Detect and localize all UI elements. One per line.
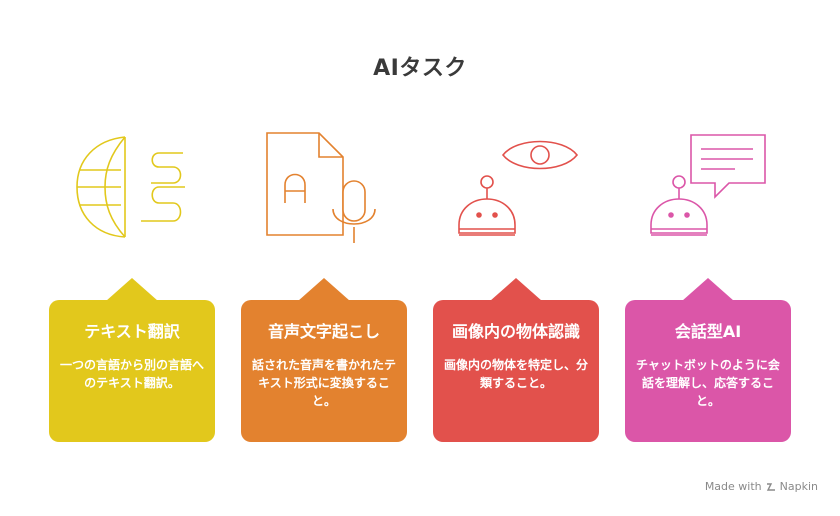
card-description: 一つの言語から別の言語へのテキスト翻訳。 xyxy=(59,358,204,390)
card-object-recognition: 画像内の物体認識 画像内の物体を特定し、分類すること。 xyxy=(433,278,599,442)
card-description: 画像内の物体を特定し、分類すること。 xyxy=(443,358,588,390)
card-speech-transcription: 音声文字起こし 話された音声を書かれたテキスト形式に変換すること。 xyxy=(241,278,407,442)
card-description: チャットボットのように会話を理解し、応答すること。 xyxy=(636,358,780,408)
napkin-brand: Napkin xyxy=(779,480,818,493)
card-title: 画像内の物体認識 xyxy=(451,322,580,341)
robot-chat-icon xyxy=(637,125,787,250)
card-conversational-ai: 会話型AI チャットボットのように会話を理解し、応答すること。 xyxy=(625,278,791,442)
footer-attribution: Made with Napkin xyxy=(705,480,818,493)
card-title: 音声文字起こし xyxy=(267,322,380,341)
card-title: 会話型AI xyxy=(674,322,742,341)
robot-eye-icon xyxy=(445,125,595,250)
napkin-logo-icon xyxy=(766,482,775,491)
card-text-translation: テキスト翻訳 一つの言語から別の言語へのテキスト翻訳。 xyxy=(49,278,215,442)
document-microphone-icon xyxy=(247,125,397,250)
card-description: 話された音声を書かれたテキスト形式に変換すること。 xyxy=(251,358,396,408)
globe-translate-icon xyxy=(55,125,205,250)
page-title: AIタスク xyxy=(373,56,467,81)
card-title: テキスト翻訳 xyxy=(84,322,180,341)
made-with-label: Made with xyxy=(704,480,762,493)
